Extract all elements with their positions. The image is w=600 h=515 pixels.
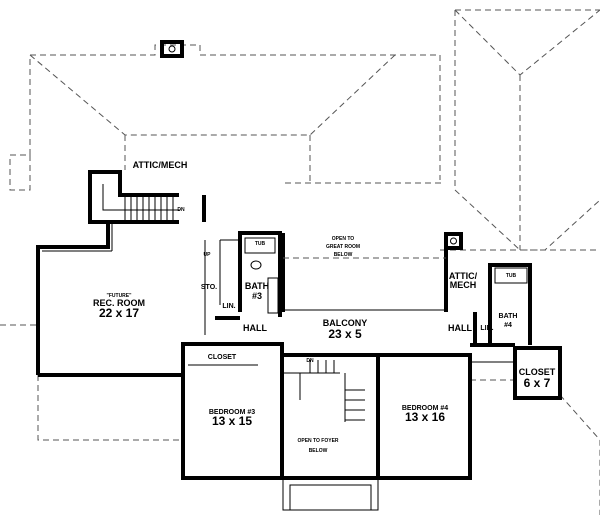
label-lin-left: LIN. [222,303,235,310]
label-bedroom4-size: 13 x 16 [405,410,445,424]
chimney-right [444,232,463,250]
label-tub-bath4: TUB [506,273,517,279]
flue-icon [168,45,176,53]
label-open-great: OPEN TO [332,236,355,242]
porch [282,477,379,511]
label-bath3-num: #3 [252,291,262,301]
flue-icon [450,237,457,245]
label-open-great: BELOW [334,252,353,258]
label-closet-right: CLOSET [519,367,556,377]
roof-outline [0,9,600,515]
right-block [470,263,562,400]
label-open-foyer: OPEN TO FOYER [297,438,338,444]
label-hall-left: HALL [243,323,267,333]
label-balcony: BALCONY [323,318,368,328]
bath3-block [215,231,282,320]
label-future: "FUTURE" [106,293,132,299]
label-attic-mech-right: MECH [450,280,477,290]
label-bedroom3-size: 13 x 15 [212,414,252,428]
label-attic-mech: ATTIC/MECH [133,160,188,170]
labels: ATTIC/MECH "FUTURE" REC. ROOM 22 x 17 ST… [93,160,556,454]
label-rec-room-size: 22 x 17 [99,306,139,320]
label-sto: STO. [201,284,217,291]
chimney-left [160,40,184,58]
label-dn-foyer: DN [306,358,314,364]
label-lin-right: LIN. [480,325,493,332]
label-dn-attic: DN [177,207,185,213]
label-balcony-size: 23 x 5 [328,327,362,341]
label-open-great: GREAT ROOM [326,244,360,250]
label-bath4: BATH [499,313,518,320]
label-closet-bed3: CLOSET [208,354,237,361]
label-tub-bath3: TUB [255,241,266,247]
attic-stair [88,170,206,224]
label-rec-room: REC. ROOM [93,298,145,308]
label-bath3: BATH [245,281,269,291]
label-bath4-num: #4 [504,322,512,329]
label-bedroom3: BEDROOM #3 [209,409,255,416]
label-hall-right: HALL [448,323,472,333]
label-up: UP [204,252,212,258]
great-room-opening [281,182,448,312]
label-attic-mech-right: ATTIC/ [449,271,478,281]
label-open-foyer: BELOW [309,448,328,454]
bedroom4-walls [376,353,472,480]
label-closet-right-size: 6 x 7 [524,376,551,390]
rec-room-walls [36,222,206,377]
label-bedroom4: BEDROOM #4 [402,405,448,412]
foyer-stair [280,353,380,480]
